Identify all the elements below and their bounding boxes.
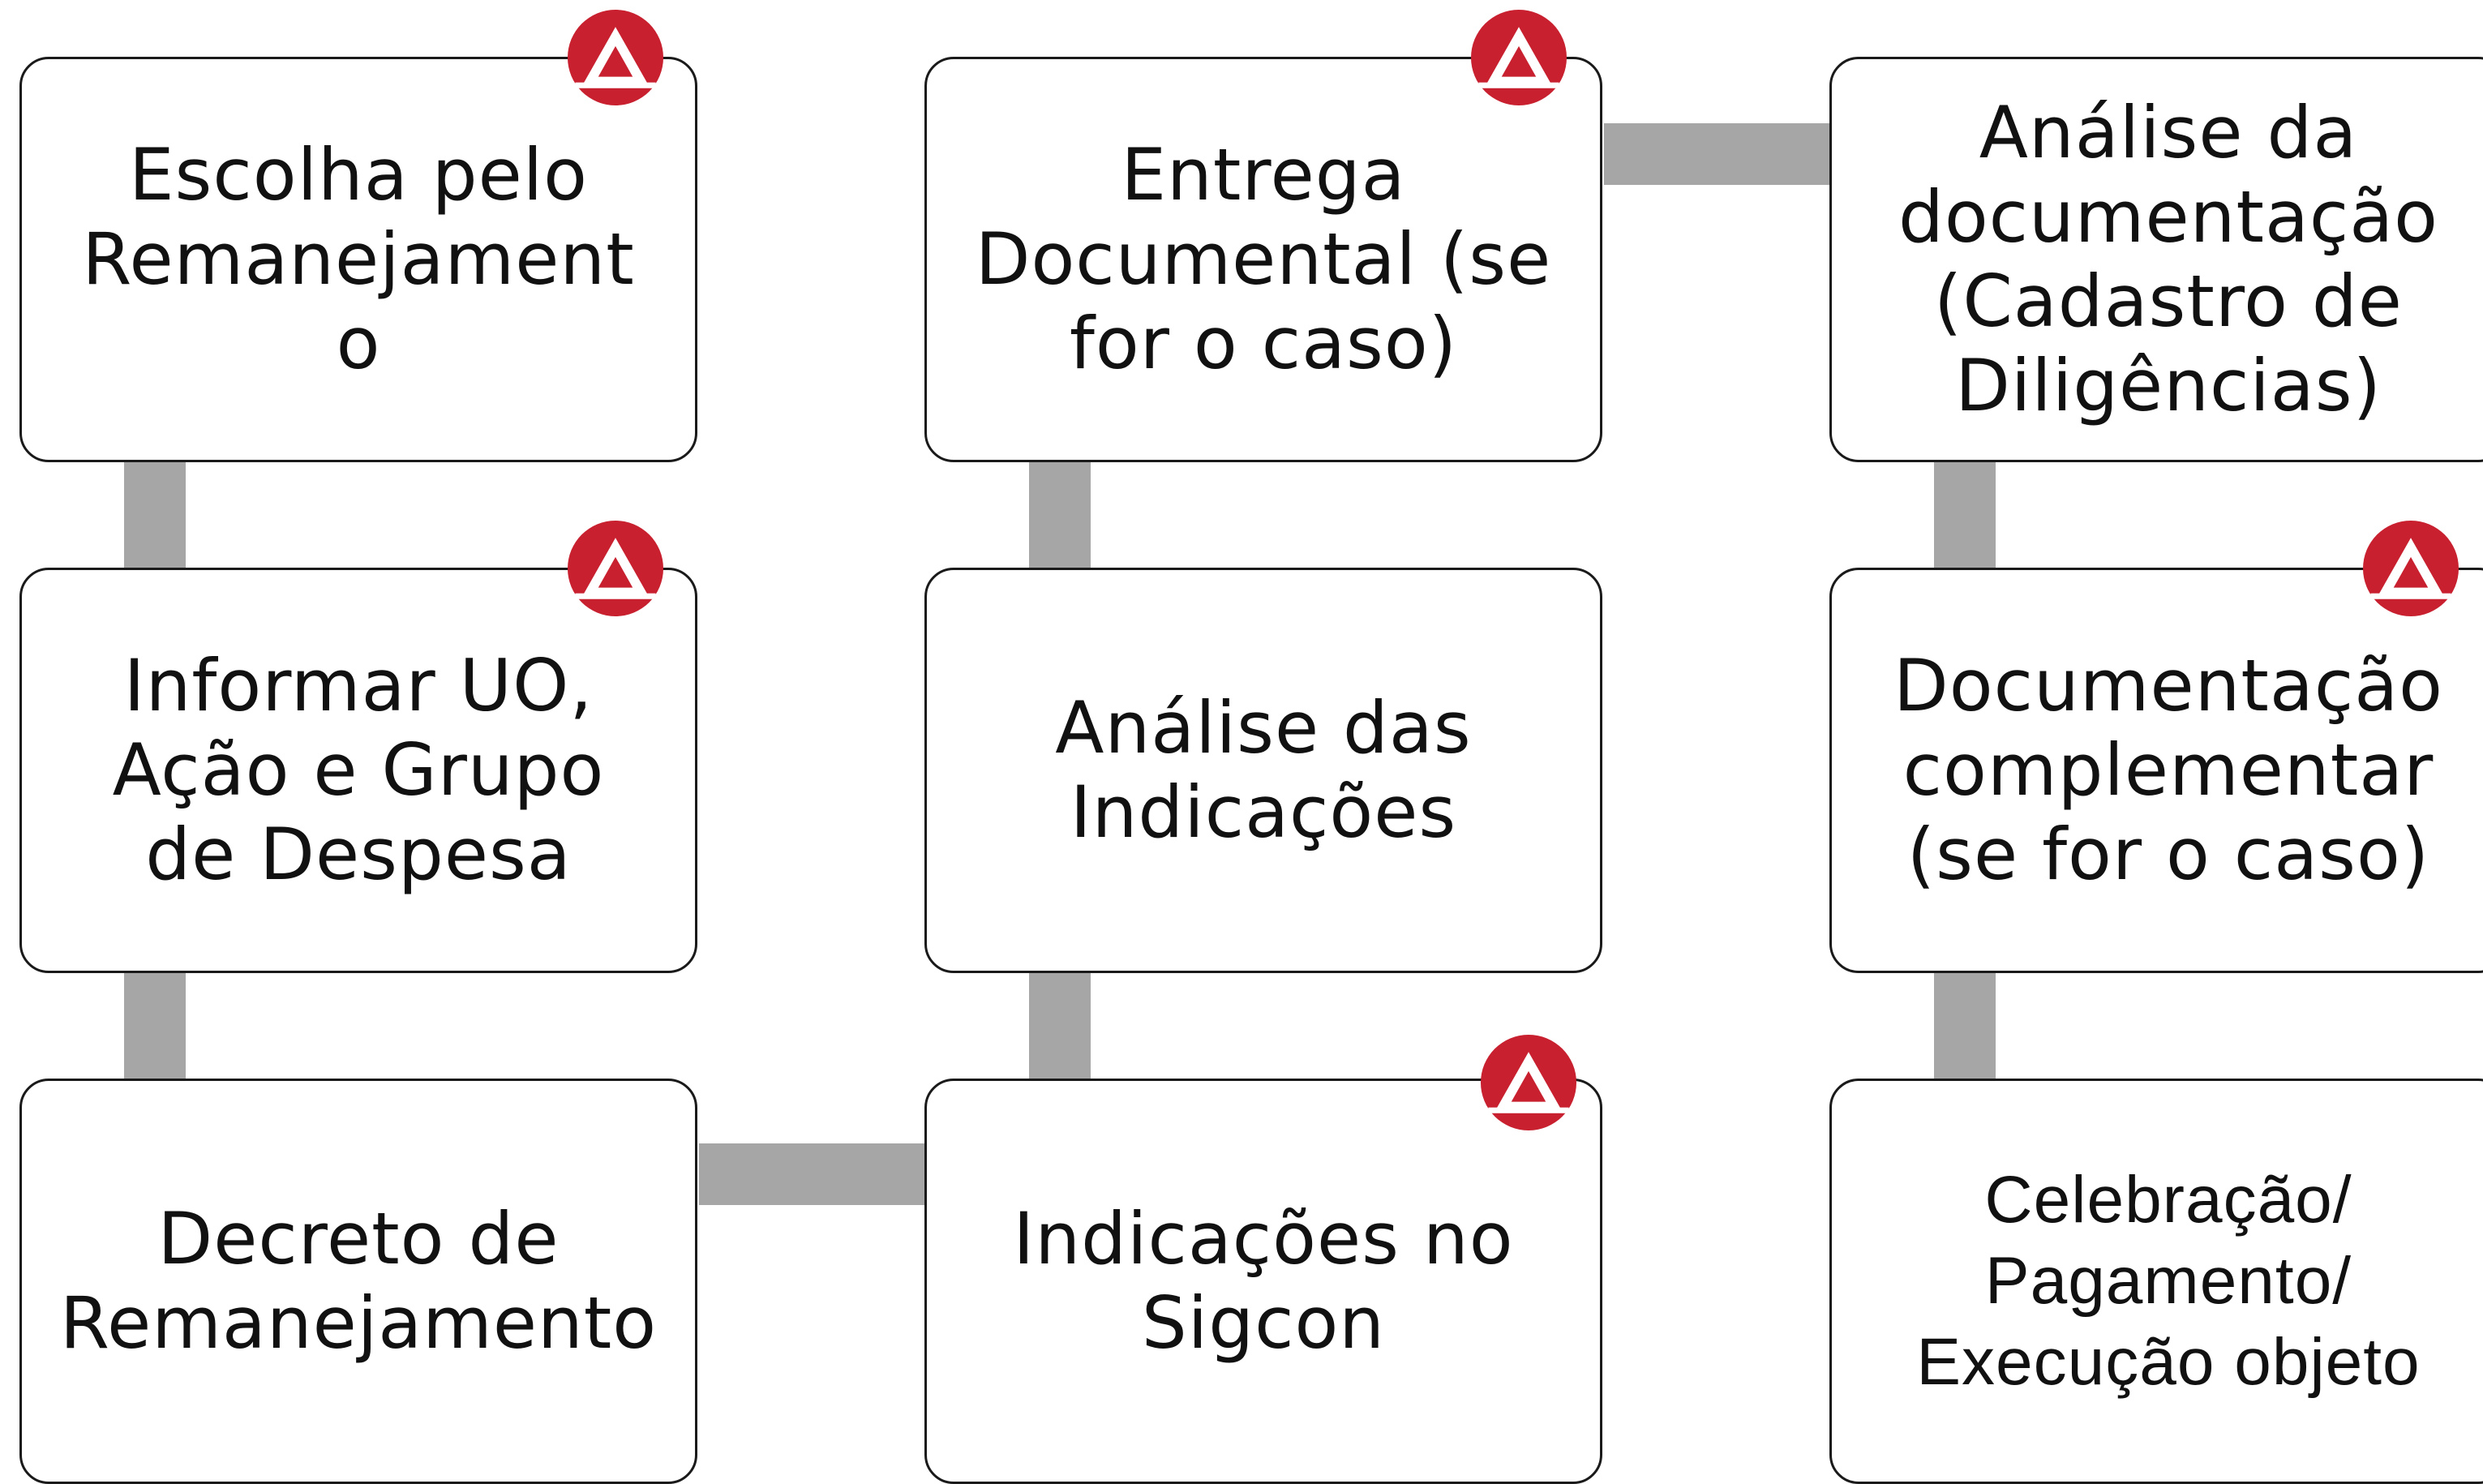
step-label: Escolha pelo Remanejament o — [82, 133, 635, 385]
step-indicacoes-sigcon: Indicações no Sigcon — [924, 1079, 1602, 1484]
connector-analise-doc-complementar — [1934, 462, 1996, 568]
step-celebracao: Celebração/ Pagamento/ Execução objeto — [1829, 1079, 2483, 1484]
connector-escolha-informar — [124, 462, 186, 568]
connector-analise-entrega — [1029, 462, 1091, 568]
step-analise-indicacoes: Análise das Indicações — [924, 568, 1602, 973]
minas-gerais-logo-icon — [568, 521, 663, 616]
step-label: Informar UO, Ação e Grupo de Despesa — [112, 644, 605, 896]
step-label: Entrega Documental (se for o caso) — [975, 133, 1552, 385]
minas-gerais-logo-icon — [568, 10, 663, 105]
minas-gerais-logo-icon — [2363, 521, 2459, 616]
minas-gerais-logo-icon — [1481, 1035, 1576, 1130]
connector-entrega-analise-doc — [1604, 123, 1831, 185]
step-escolha: Escolha pelo Remanejament o — [19, 57, 697, 462]
connector-complementar-celebracao — [1934, 973, 1996, 1079]
step-label: Decreto de Remanejamento — [59, 1197, 658, 1365]
step-label: Indicações no Sigcon — [1013, 1197, 1514, 1365]
step-label: Análise das Indicações — [1055, 686, 1472, 854]
step-label: Análise da documentação (Cadastro de Dil… — [1898, 91, 2439, 427]
connector-informar-decreto — [124, 973, 186, 1079]
connector-decreto-indicacoes — [699, 1143, 926, 1205]
step-documentacao-complementar: Documentação complementar (se for o caso… — [1829, 568, 2483, 973]
step-label: Documentação complementar (se for o caso… — [1893, 644, 2443, 896]
connector-indicacoes-analise — [1029, 973, 1091, 1079]
step-label: Celebração/ Pagamento/ Execução objeto — [1916, 1163, 2421, 1399]
step-entrega: Entrega Documental (se for o caso) — [924, 57, 1602, 462]
minas-gerais-logo-icon — [1471, 10, 1567, 105]
step-analise-documentacao: Análise da documentação (Cadastro de Dil… — [1829, 57, 2483, 462]
step-decreto: Decreto de Remanejamento — [19, 1079, 697, 1484]
step-informar: Informar UO, Ação e Grupo de Despesa — [19, 568, 697, 973]
